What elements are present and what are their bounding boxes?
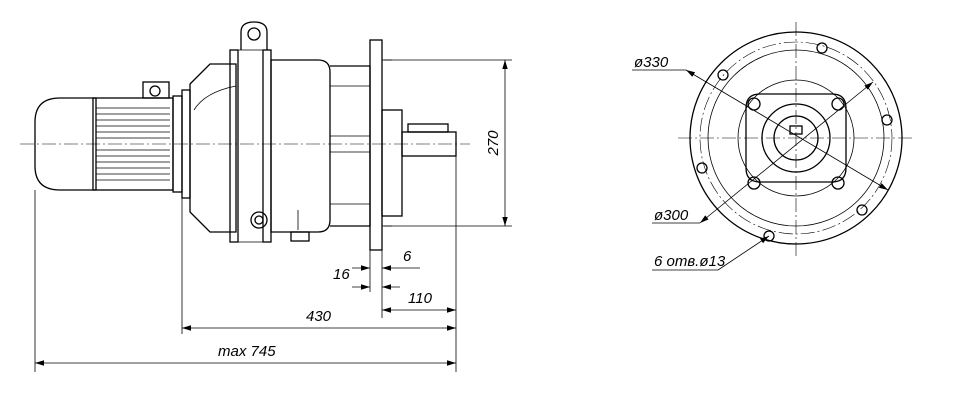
gearbox-flange-left xyxy=(229,49,239,243)
dim-label-430: 430 xyxy=(306,308,332,325)
gearbox-body xyxy=(270,59,331,233)
dim-label-d330: ø330 xyxy=(634,54,669,71)
motor-end-cap xyxy=(34,97,97,191)
flange-spigot xyxy=(381,109,403,217)
lifting-eye-top-hole xyxy=(247,27,261,41)
dim-label-745: max 745 xyxy=(218,343,276,360)
housing-contour xyxy=(193,85,237,111)
bolt-circle xyxy=(699,41,893,235)
shaft-key xyxy=(407,123,449,133)
dim-label-16: 16 xyxy=(333,266,350,283)
lifting-eye-top xyxy=(240,21,268,50)
lifting-eye-bottom xyxy=(250,211,268,229)
output-housing xyxy=(330,65,371,227)
corner-bolt xyxy=(831,176,845,190)
front-view-dimensions: ø330 ø300 6 отв.ø13 xyxy=(632,54,889,271)
dim-label-holes: 6 отв.ø13 xyxy=(654,253,726,270)
leader-holes xyxy=(717,235,770,271)
dim-label-d300: ø300 xyxy=(654,207,689,224)
terminal-box-bolt xyxy=(149,85,161,97)
flange-hole xyxy=(856,204,868,216)
side-view-dimensions: 270 6 16 110 430 max 745 xyxy=(34,59,512,372)
dim-label-270: 270 xyxy=(485,130,502,157)
gearbox-input-housing xyxy=(189,63,237,233)
motor-cooling-fins xyxy=(96,107,170,181)
front-view xyxy=(678,22,912,256)
output-flange xyxy=(369,39,383,251)
terminal-box xyxy=(142,81,170,99)
dim-label-6: 6 xyxy=(403,248,412,265)
corner-bolt xyxy=(831,97,845,111)
flange-hole xyxy=(696,162,708,174)
drain-plug xyxy=(290,231,310,242)
dim-label-110: 110 xyxy=(408,290,433,307)
flange-hole xyxy=(816,42,828,54)
side-view xyxy=(20,21,470,251)
flange-hole xyxy=(717,69,729,81)
dim-line-d300 xyxy=(699,81,874,224)
dim-line-d330 xyxy=(685,69,889,191)
